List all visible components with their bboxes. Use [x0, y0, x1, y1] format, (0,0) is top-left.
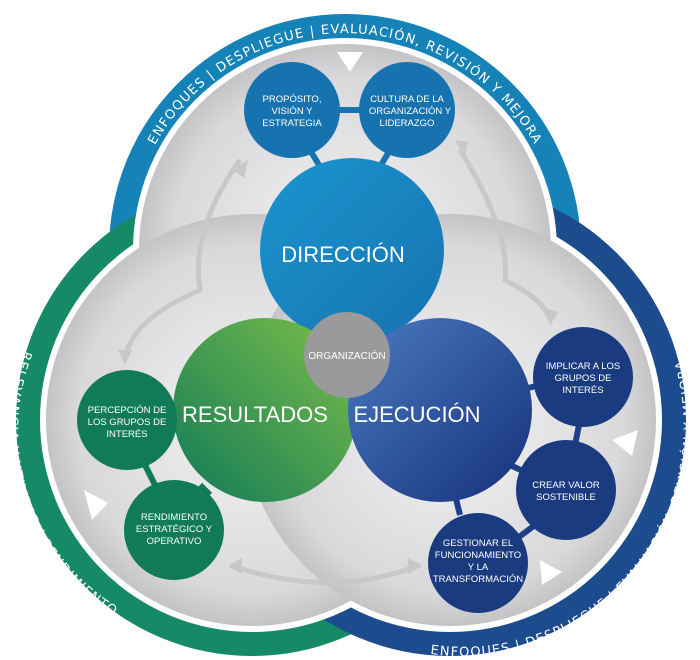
arrow-head [455, 140, 468, 158]
direccion-label: DIRECCIÓN [281, 242, 404, 267]
organizacion-label: ORGANIZACIÓN [308, 349, 385, 362]
resultados-label: RESULTADOS [182, 402, 328, 427]
direccion-circle [260, 158, 444, 342]
organizacion-circle [304, 312, 390, 398]
triangle-marker-right [612, 430, 638, 456]
arrow-head [118, 350, 132, 365]
triangle-marker-left [84, 490, 108, 520]
triangle-marker-top [337, 52, 363, 72]
cycle-arrows [122, 148, 553, 585]
arrow-head [228, 558, 242, 574]
arrow-head [545, 308, 558, 326]
arrow-head [232, 160, 248, 178]
arrow-head [408, 558, 422, 574]
ejecucion-circle [348, 318, 532, 502]
triangle-marker-bottom [540, 560, 562, 585]
ejecucion-label: EJECUCIÓN [353, 402, 480, 427]
